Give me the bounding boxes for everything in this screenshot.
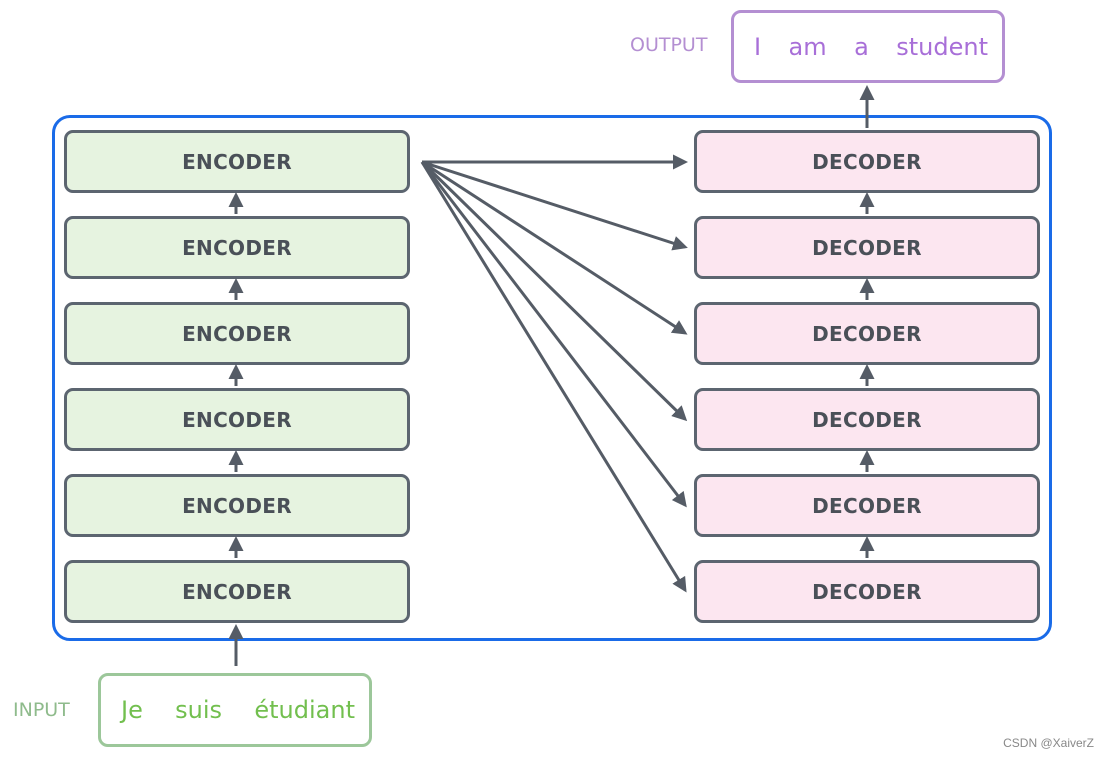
encoder-block-5: ENCODER xyxy=(64,216,410,279)
input-word: étudiant xyxy=(254,696,355,724)
encoder-block-6: ENCODER xyxy=(64,130,410,193)
cross-attention-arrow xyxy=(420,161,687,593)
output-word: a xyxy=(854,32,869,61)
encoder-decoder-stack-frame xyxy=(52,115,1052,641)
decoder-block-2: DECODER xyxy=(694,474,1040,537)
encoder-block-2: ENCODER xyxy=(64,474,410,537)
encoder-block-1: ENCODER xyxy=(64,560,410,623)
input-label: INPUT xyxy=(13,699,70,721)
output-word: student xyxy=(896,32,988,61)
cross-attention-arrow xyxy=(421,160,688,335)
watermark: CSDN @XaiverZ xyxy=(1003,736,1094,750)
cross-attention-arrow xyxy=(420,160,688,422)
output-word: I xyxy=(754,32,762,61)
output-label: OUTPUT xyxy=(630,34,708,56)
encoder-block-4: ENCODER xyxy=(64,302,410,365)
decoder-block-3: DECODER xyxy=(694,388,1040,451)
input-word: suis xyxy=(175,696,223,724)
decoder-block-5: DECODER xyxy=(694,216,1040,279)
input-word: Je xyxy=(121,696,143,724)
output-word: am xyxy=(788,32,827,61)
decoder-block-6: DECODER xyxy=(694,130,1040,193)
decoder-block-4: DECODER xyxy=(694,302,1040,365)
input-sentence-box: Je suis étudiant xyxy=(98,673,372,747)
encoder-block-3: ENCODER xyxy=(64,388,410,451)
cross-attention-arrow xyxy=(420,161,687,508)
decoder-block-1: DECODER xyxy=(694,560,1040,623)
output-sentence-box: I am a student xyxy=(731,10,1005,83)
cross-attention-arrow xyxy=(421,160,688,251)
